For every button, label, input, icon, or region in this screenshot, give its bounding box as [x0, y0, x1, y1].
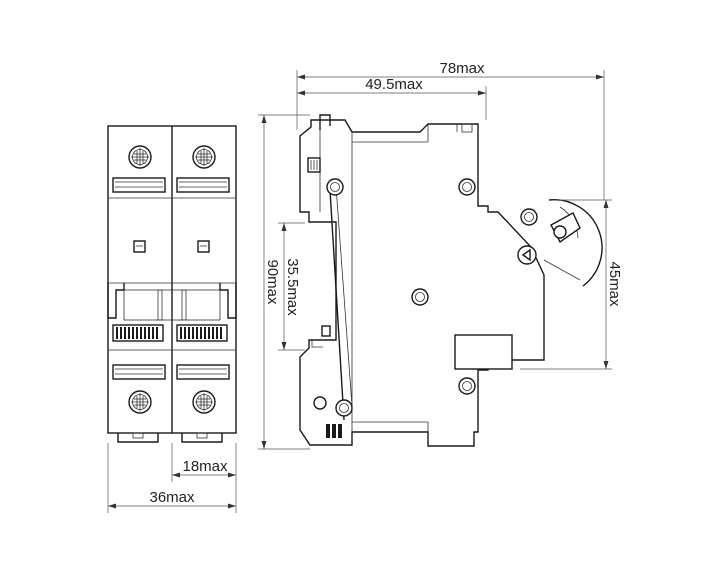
foot-1 [117, 433, 159, 443]
bottom-slot-1 [112, 364, 166, 380]
bottom-terminal-2 [192, 390, 216, 414]
rivet-bottom [335, 399, 353, 417]
dim-18max: 18max [182, 458, 228, 475]
dimensions: 78max 49.5max 90max 35.5max 45max [107, 60, 623, 513]
dim-45max: 45max [606, 261, 623, 307]
dim-35-5max: 35.5max [284, 258, 301, 316]
top-terminal-1 [128, 145, 152, 169]
rivet-mech [520, 208, 538, 226]
front-view [107, 125, 237, 443]
rivet-right-bottom [458, 377, 476, 395]
toggle-grille-1 [112, 324, 164, 342]
indicator-2 [197, 240, 210, 253]
label-window [454, 334, 513, 370]
toggle-grille-2 [176, 324, 228, 342]
side-body-outline [299, 119, 545, 447]
top-terminal-2 [192, 145, 216, 169]
top-slot-1 [112, 177, 166, 193]
toggle-handle-side [543, 199, 603, 287]
side-view [299, 114, 603, 447]
dim-36max: 36max [149, 489, 195, 506]
dim-90max: 90max [264, 259, 281, 305]
dim-78max: 78max [439, 60, 485, 77]
bottom-slot-2 [176, 364, 230, 380]
top-slot-2 [176, 177, 230, 193]
rivet-center [411, 288, 429, 306]
rivet-right-top [458, 178, 476, 196]
foot-2 [181, 433, 223, 443]
dim-49-5max: 49.5max [365, 76, 423, 93]
bottom-terminal-1 [128, 390, 152, 414]
indicator-1 [133, 240, 146, 253]
rivet-top [326, 178, 344, 196]
